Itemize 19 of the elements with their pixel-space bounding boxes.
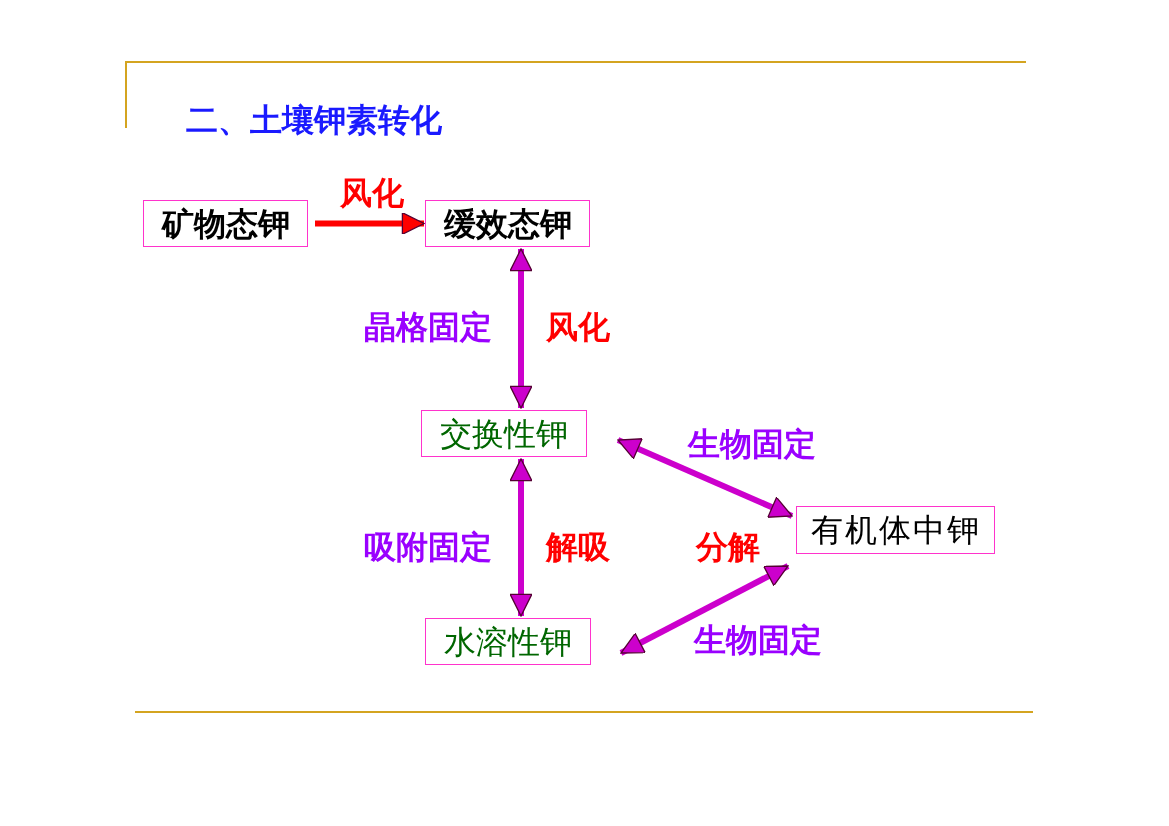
process-label: 分解 [694, 530, 762, 564]
arrow [315, 212, 425, 235]
process-label: 解吸 [544, 530, 612, 564]
arrow [619, 563, 790, 656]
slide-title: 二、土壤钾素转化 [186, 104, 442, 136]
edge-label: 风化 [338, 176, 406, 210]
process-label: 风化 [544, 310, 612, 344]
term-box: 有机体中钾 [796, 506, 995, 554]
term-box: 交换性钾 [421, 410, 587, 457]
arrow [509, 248, 533, 409]
arrow [509, 458, 533, 617]
edge-label: 晶格固定 [362, 310, 494, 344]
arrow [616, 437, 794, 519]
edge-label: 吸附固定 [362, 530, 494, 564]
term-box: 水溶性钾 [425, 618, 591, 665]
edge-label: 生物固定 [692, 623, 824, 657]
term-box: 缓效态钾 [425, 200, 590, 247]
term-box: 矿物态钾 [143, 200, 308, 247]
edge-label: 生物固定 [686, 427, 818, 461]
